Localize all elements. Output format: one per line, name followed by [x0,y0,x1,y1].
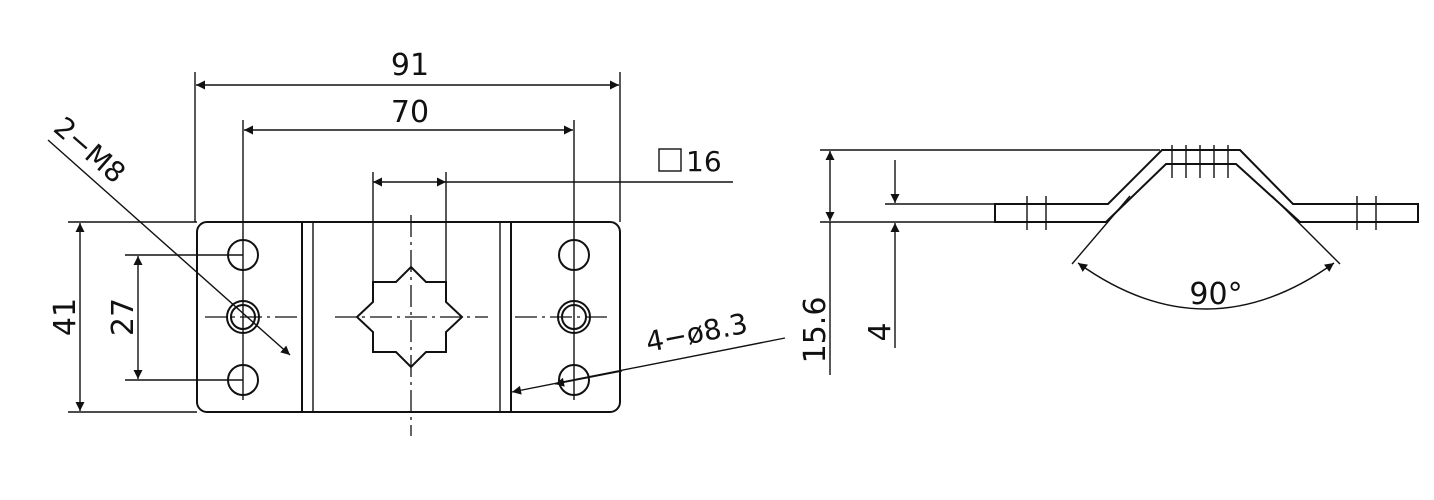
dim-thickness: 4 [863,160,900,348]
dim-bend-angle: 90° [1071,195,1341,312]
hole-callout-label: 4−ø8.3 [643,307,750,359]
leader-holes: 4−ø8.3 [511,307,786,395]
dim-total-height: 15.6 [798,151,835,375]
dim-70-label: 70 [391,95,429,130]
dim-overall-width: 91 [194,48,621,222]
dim-4-label: 4 [863,322,898,341]
bend-lines [301,222,512,412]
plate-outline [196,221,621,413]
dim-15-6-label: 15.6 [798,297,833,364]
dim-41-label: 41 [48,298,83,336]
hole-center-marks [242,235,575,400]
dim-27-label: 27 [106,298,141,336]
section-hole-lines [1026,145,1377,230]
center-lines [205,215,612,436]
dim-hole-spacing: 70 [242,95,575,235]
dim-16-label: 16 [686,145,722,178]
square-symbol [658,148,682,172]
dim-square-hole: 16 [372,145,733,282]
dim-height: 41 [48,221,197,413]
side-view: 15.6 4 90° [798,145,1419,375]
bracket-section [994,149,1419,223]
dim-91-label: 91 [391,48,429,83]
front-view: 91 70 16 41 27 [47,48,786,436]
leader-thread: 2−M8 [47,110,291,356]
dim-90-label: 90° [1189,277,1242,312]
dim-thread-spacing: 27 [106,254,243,381]
side-extension-lines [820,149,1160,223]
